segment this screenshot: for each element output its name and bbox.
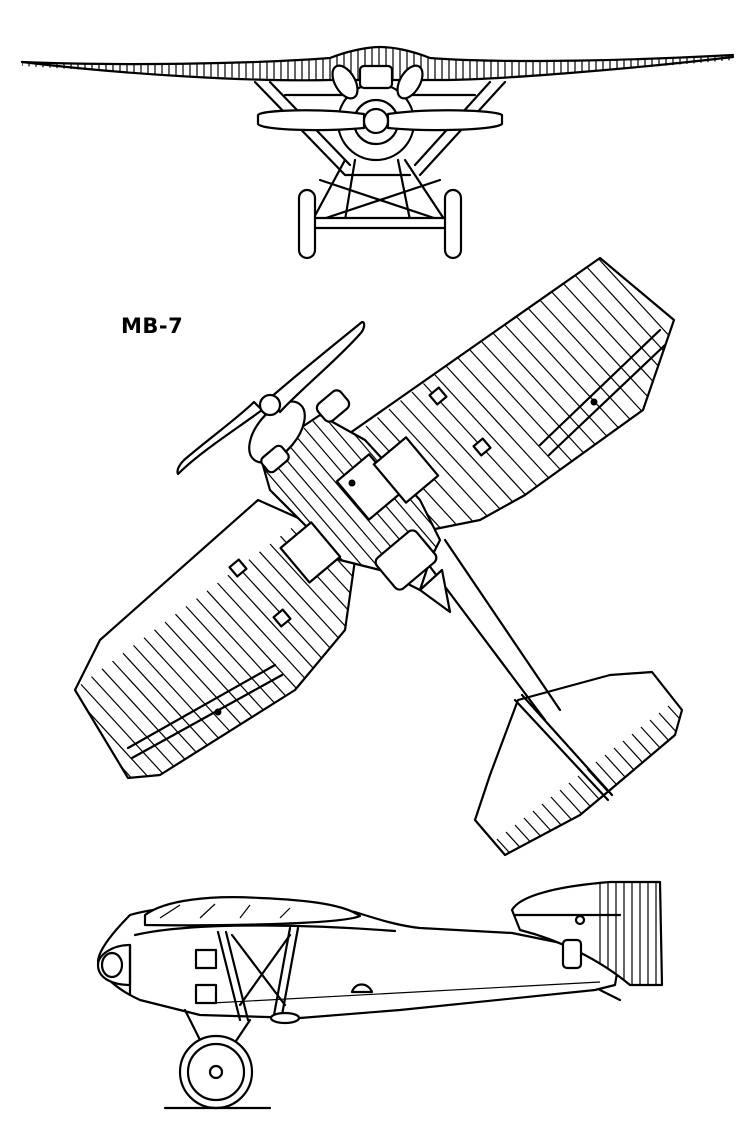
side-view <box>96 880 664 1110</box>
aircraft-designation-label: MB-7 <box>121 314 184 338</box>
side-upper-wing <box>143 896 362 927</box>
side-landing-gear <box>163 1008 301 1110</box>
top-engine <box>248 389 351 474</box>
front-propeller <box>256 107 504 135</box>
side-tail-fin <box>510 880 664 1002</box>
front-view <box>20 45 735 260</box>
front-landing-gear <box>297 158 463 260</box>
top-fuselage <box>258 413 452 614</box>
top-propeller <box>176 320 366 476</box>
top-view <box>73 256 684 857</box>
side-struts <box>216 926 300 1022</box>
side-engine-nose <box>96 943 218 1005</box>
